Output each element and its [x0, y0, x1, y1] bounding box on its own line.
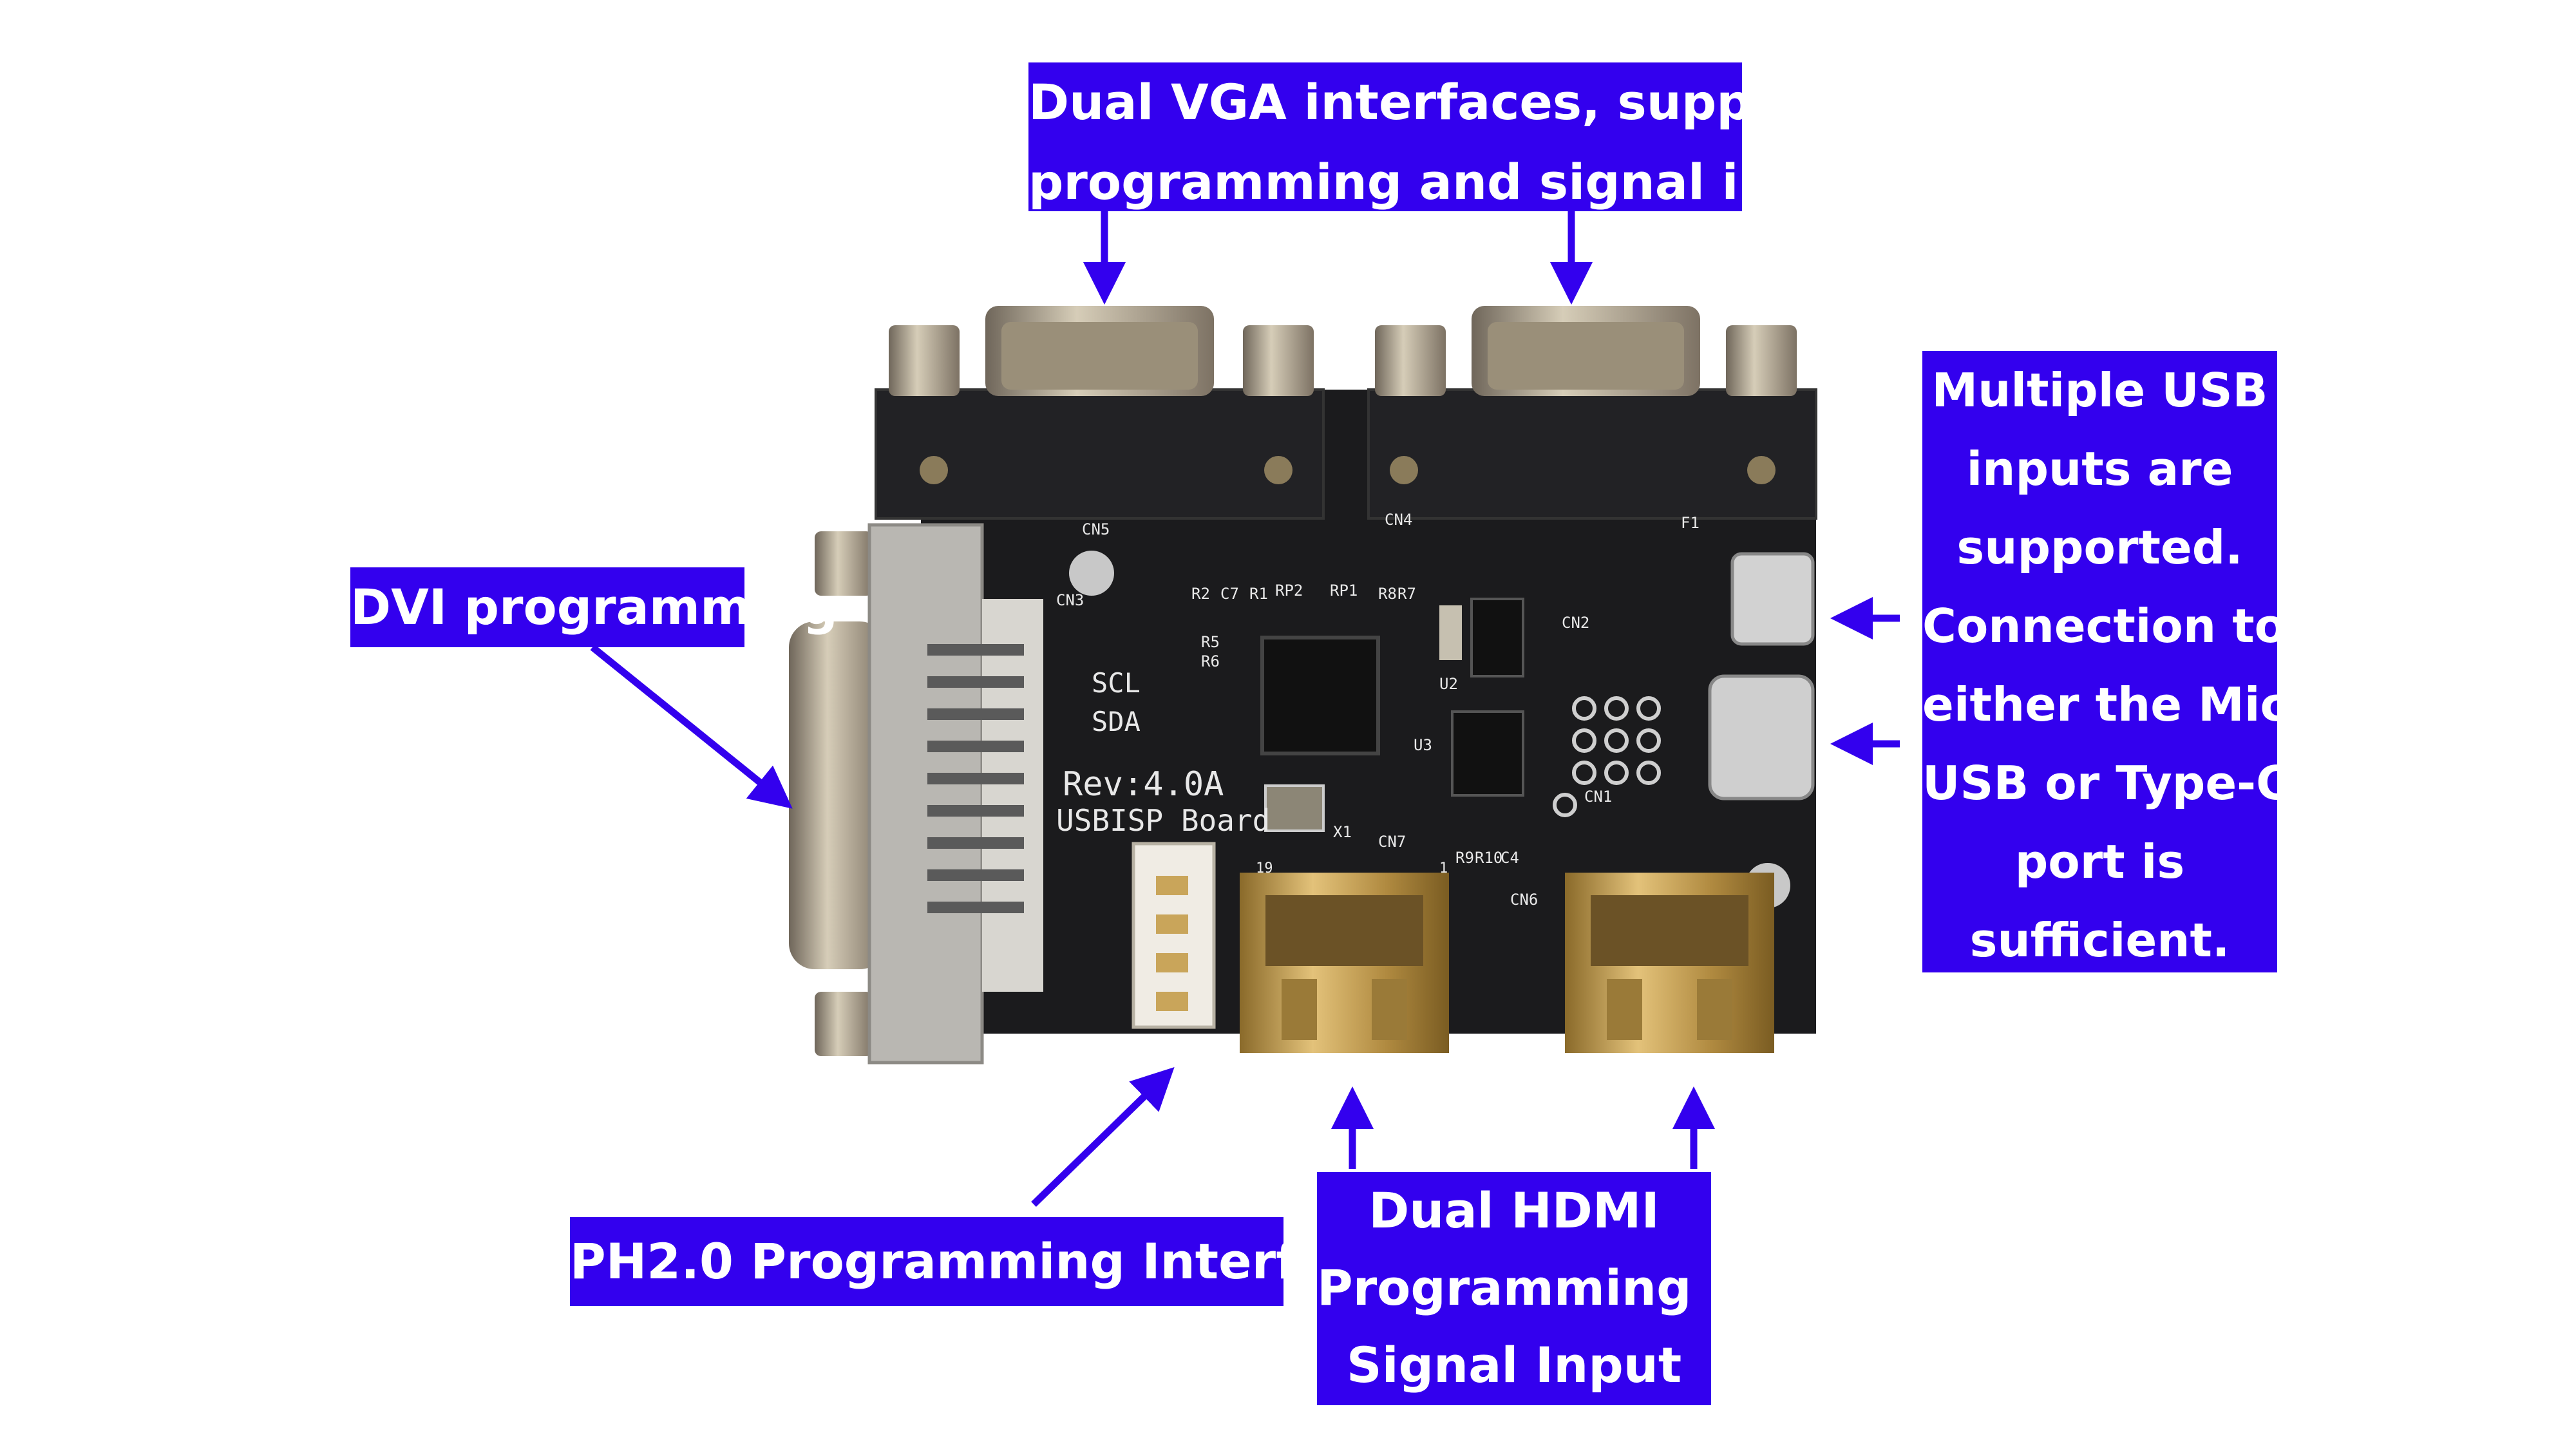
silkscreen-cn7: CN7: [1378, 833, 1406, 851]
silkscreen-f1: F1: [1681, 514, 1700, 532]
silkscreen-cn6: CN6: [1510, 891, 1538, 909]
chip-u2: [1470, 598, 1524, 677]
mount-hole-1: [1069, 551, 1114, 596]
callout-usb-line-1: Multiple USB: [1931, 363, 2268, 417]
silkscreen-cn5: CN5: [1082, 520, 1110, 538]
main-chip: [1260, 636, 1380, 755]
callout-usb-line-2: inputs are: [1966, 442, 2233, 496]
vga-connector-2: [1367, 306, 1817, 520]
callout-usb-line-8: sufficient.: [1969, 913, 2230, 967]
silkscreen-r5: R5: [1201, 633, 1220, 651]
arrow-dvi: [590, 644, 793, 809]
silkscreen-x1: X1: [1333, 823, 1352, 841]
silkscreen-r7: R7: [1397, 585, 1416, 603]
callout-hdmi-line-2: Programming &: [1317, 1259, 1752, 1316]
silkscreen-r2: R2: [1191, 585, 1210, 603]
silkscreen-u2: U2: [1439, 675, 1458, 693]
callout-vga-line-1: Dual VGA interfaces, supporting: [1028, 73, 1920, 131]
silkscreen-r8: R8: [1378, 585, 1397, 603]
callout-usb-line-6: USB or Type-C: [1922, 756, 2290, 810]
callout-hdmi: Dual HDMI Programming & Signal Input: [1317, 1172, 1752, 1405]
vga-connector-1: [875, 306, 1325, 520]
silkscreen-rp2: RP2: [1275, 582, 1303, 600]
silkscreen-r1: R1: [1249, 585, 1268, 603]
crystal-2: [1439, 605, 1462, 660]
dvi-connector: [789, 523, 1043, 1065]
callout-ph2: PH2.0 Programming Interface: [570, 1217, 1393, 1306]
ph2-connector: [1132, 842, 1216, 1029]
silkscreen-pin-19: 19: [1256, 860, 1273, 876]
crystal-x1: [1264, 784, 1325, 832]
silkscreen-sda: SDA: [1092, 706, 1141, 737]
callout-vga: Dual VGA interfaces, supporting programm…: [1028, 62, 1920, 211]
arrow-ph2: [1031, 1066, 1175, 1207]
callout-hdmi-line-3: Signal Input: [1346, 1336, 1682, 1394]
callout-hdmi-line-1: Dual HDMI: [1368, 1182, 1660, 1239]
callout-usb-line-7: port is: [2014, 835, 2185, 889]
chip-u3: [1451, 710, 1524, 797]
silkscreen-c7: C7: [1220, 585, 1239, 603]
callout-ph2-line-1: PH2.0 Programming Interface: [570, 1233, 1393, 1290]
callout-usb-line-4: Connection to: [1922, 599, 2287, 653]
silkscreen-revision: Rev:4.0A: [1063, 765, 1224, 804]
hdmi-connector-2: [1565, 873, 1774, 1053]
silkscreen-board-name: USBISP Board: [1056, 803, 1270, 838]
silkscreen-r10: R10: [1475, 849, 1502, 867]
micro-usb-port: [1730, 552, 1815, 646]
silkscreen-r6: R6: [1201, 652, 1220, 670]
type-c-port: [1708, 674, 1815, 800]
silkscreen-cn2: CN2: [1562, 614, 1589, 632]
silkscreen-c4: C4: [1501, 849, 1519, 867]
via-pads: [1553, 696, 1661, 817]
callout-usb-line-5: either the Micro: [1922, 677, 2343, 732]
silkscreen-r9: R9: [1455, 849, 1474, 867]
hdmi-connector-1: [1240, 873, 1449, 1053]
silkscreen-cn3: CN3: [1056, 591, 1084, 609]
silkscreen-u3: U3: [1414, 736, 1432, 754]
silkscreen-cn4: CN4: [1385, 511, 1412, 529]
callout-usb: Multiple USB inputs are supported. Conne…: [1922, 351, 2343, 972]
callout-usb-line-3: supported.: [1956, 520, 2243, 574]
callout-vga-line-2: programming and signal input.: [1028, 153, 1886, 211]
callout-dvi-line-1: DVI programming: [350, 578, 838, 636]
callout-dvi: DVI programming: [350, 567, 838, 647]
silkscreen-cn1: CN1: [1584, 788, 1612, 806]
silkscreen-rp1: RP1: [1330, 582, 1358, 600]
silkscreen-pin-1: 1: [1439, 860, 1448, 876]
silkscreen-scl: SCL: [1092, 667, 1141, 699]
